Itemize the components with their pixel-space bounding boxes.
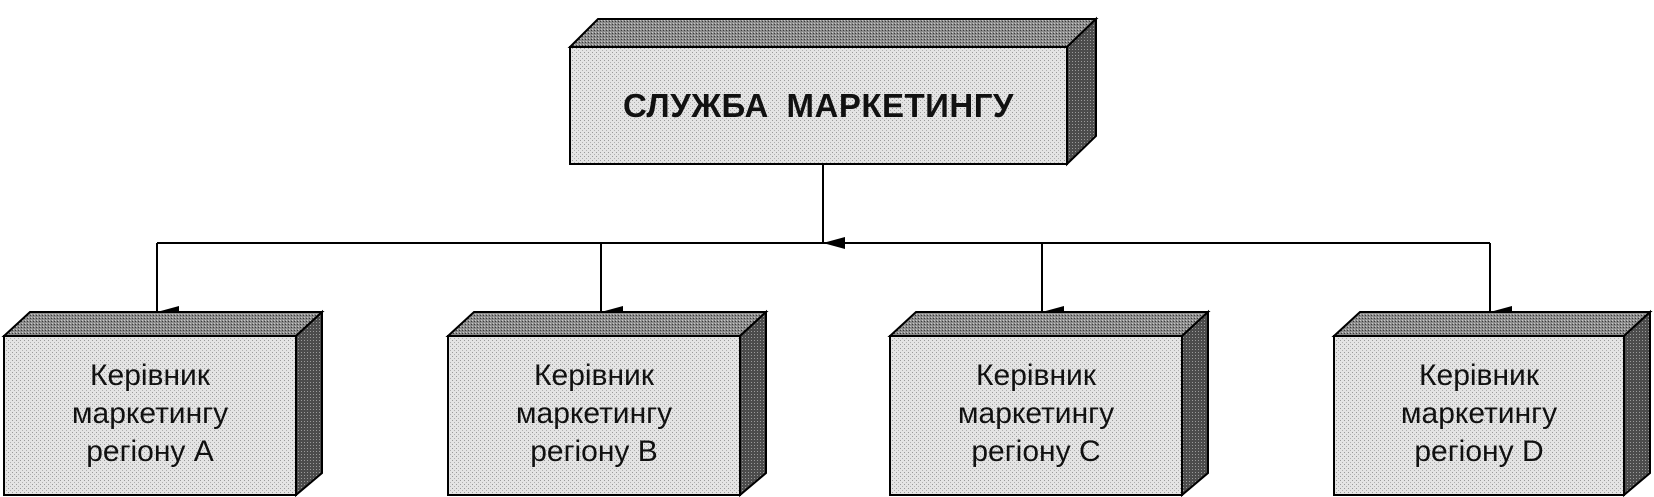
region-box-a-side: [295, 309, 323, 497]
region-box-a-top: [1, 311, 325, 337]
region-box-d: [1331, 309, 1653, 497]
root-box-face: [569, 46, 1068, 165]
root-box: [567, 16, 1099, 167]
region-box-a-face: [3, 335, 297, 496]
region-box-d-top: [1331, 311, 1653, 337]
root-box-top: [567, 18, 1099, 48]
connectors: [156, 164, 1512, 318]
region-box-c-side: [1181, 309, 1209, 497]
region-box-b-side: [739, 309, 767, 497]
region-box-b: [445, 309, 769, 497]
region-box-c: [887, 309, 1211, 497]
region-box-d-side: [1623, 309, 1651, 497]
region-box-c-face: [889, 335, 1183, 496]
region-box-b-top: [445, 311, 769, 337]
region-box-a: [1, 309, 325, 497]
region-box-b-face: [447, 335, 741, 496]
region-box-d-face: [1333, 335, 1625, 496]
region-box-c-top: [887, 311, 1211, 337]
